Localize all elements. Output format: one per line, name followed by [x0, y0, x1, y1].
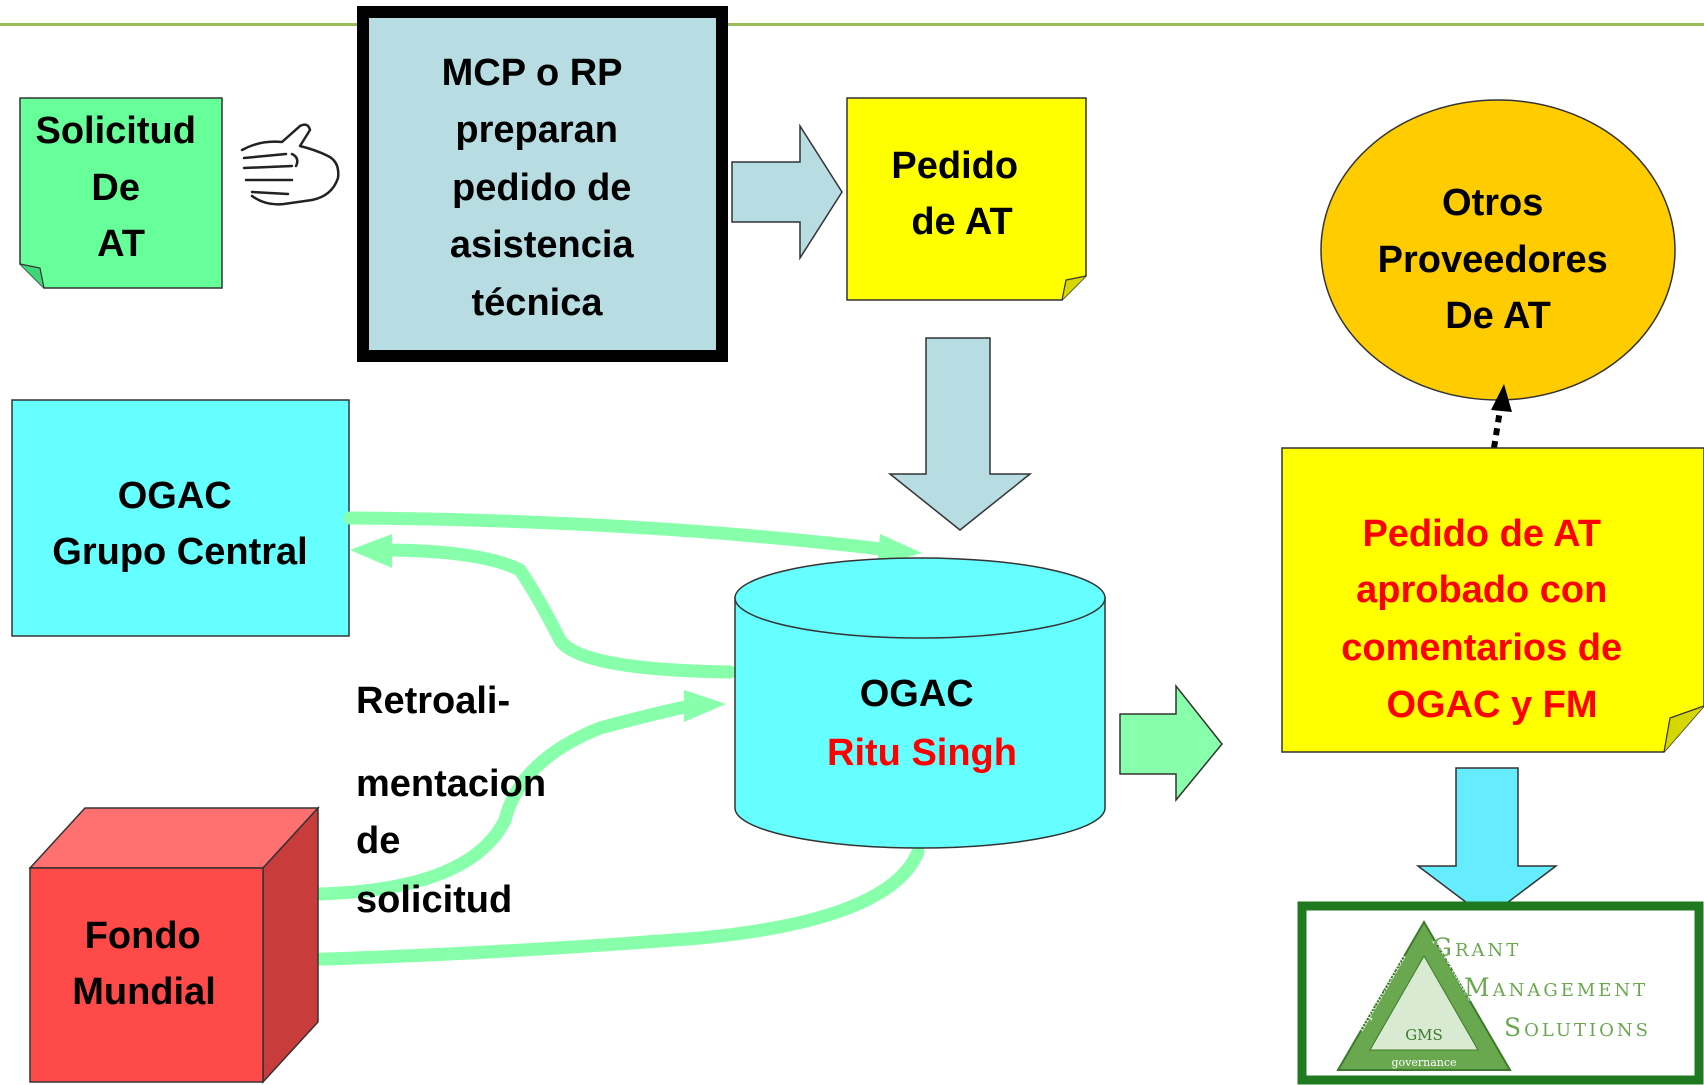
pedido-line-2: de AT: [911, 201, 1012, 243]
arrowhead-to-grupo: [350, 534, 392, 568]
fondo-line-1: Fondo: [85, 915, 201, 957]
fondo-mundial-cube: Fondo Mundial: [28, 806, 320, 1084]
gms-line-3: Solutions: [1504, 1013, 1651, 1042]
arrow-ritu-to-grupo: [373, 543, 737, 679]
svg-text:OGAC Ritu Singh: OGAC Ritu Singh: [827, 673, 1017, 774]
aprobado-line-1: Pedido de AT: [1362, 513, 1601, 555]
gms-center-text: GMS: [1405, 1026, 1443, 1044]
retro-line-2: mentacion: [356, 763, 546, 805]
arrow-mcp-to-pedido: [731, 123, 843, 261]
ogac-ritu-line-2: Ritu Singh: [827, 732, 1017, 774]
ogac-grupo-line-2: Grupo Central: [52, 531, 307, 573]
aprobado-line-2: aprobado con: [1356, 569, 1607, 611]
ogac-ritu-cylinder: OGAC Ritu Singh: [734, 557, 1106, 849]
svg-text:Pedido de AT: Pedido de AT: [891, 145, 1028, 243]
svg-text:Otros Proveedores: Otros Proveedores De AT: [1378, 182, 1619, 337]
feedback-arrows: [283, 511, 925, 967]
gms-governance-text: governance: [1391, 1056, 1456, 1069]
arrow-aprobado-down: [1415, 767, 1559, 919]
gms-line-2: Management: [1464, 973, 1648, 1002]
solicitud-line-1: Solicitud: [35, 110, 195, 152]
mcp-line-4: asistencia: [450, 224, 635, 266]
pedido-note: Pedido de AT: [846, 97, 1087, 301]
aprobado-line-3: comentarios de: [1341, 627, 1622, 669]
arrow-ritu-to-fondo: [283, 845, 925, 967]
pointing-hand-icon: [240, 123, 340, 206]
svg-text:Solicitud De AT: Solicitud De AT: [35, 110, 206, 265]
mcp-box: MCP o RP preparan pedido de asistencia t…: [357, 6, 728, 362]
retro-line-4: solicitud: [356, 879, 512, 921]
svg-text:Grant Management S: Grant Management Solutions: [1432, 933, 1659, 1042]
gms-logo: GMS governance implementation performanc…: [1297, 901, 1704, 1085]
solicitud-line-3: AT: [97, 223, 145, 265]
top-rule: [0, 23, 1704, 26]
mcp-line-5: técnica: [472, 282, 604, 324]
ogac-grupo-central-box: OGAC Grupo Central: [11, 399, 350, 637]
svg-text:Fondo Mundial: Fondo Mundial: [72, 915, 216, 1013]
svg-text:Pedido de AT aprobado c: Pedido de AT aprobado con comentarios de…: [1341, 513, 1632, 726]
mcp-line-1: MCP o RP: [442, 52, 623, 94]
arrow-grupo-to-ritu: [343, 511, 897, 557]
otros-proveedores-ellipse: Otros Proveedores De AT: [1320, 99, 1676, 401]
otros-line-1: Otros: [1442, 182, 1543, 224]
dotted-arrow-to-otros: [1491, 384, 1512, 449]
gms-line-1: Grant: [1432, 933, 1521, 962]
otros-line-3: De AT: [1445, 295, 1551, 337]
retro-line-3: de: [356, 820, 400, 862]
otros-line-2: Proveedores: [1378, 239, 1608, 281]
ogac-grupo-line-1: OGAC: [118, 475, 232, 517]
fondo-line-2: Mundial: [72, 971, 216, 1013]
pedido-line-1: Pedido: [891, 145, 1018, 187]
svg-text:OGAC Grupo Central: OGAC Grupo Central: [52, 475, 307, 573]
retro-line-1: Retroali-: [356, 680, 510, 722]
solicitud-note: Solicitud De AT: [19, 97, 223, 289]
aprobado-note: Pedido de AT aprobado con comentarios de…: [1281, 447, 1704, 753]
arrow-fondo-to-ritu: [311, 699, 697, 901]
aprobado-line-4: OGAC y FM: [1386, 684, 1597, 726]
svg-text:MCP o RP preparan: MCP o RP preparan pedido de asistencia t…: [442, 52, 645, 324]
mcp-line-3: pedido de: [452, 167, 631, 209]
retro-label: Retroali- mentacion de solicitud: [356, 680, 557, 921]
arrow-ritu-to-aprobado: [1119, 683, 1223, 803]
solicitud-line-2: De: [91, 167, 140, 209]
mcp-line-2: preparan: [455, 109, 618, 151]
arrowhead-to-ritu-left: [684, 690, 726, 722]
arrow-pedido-down: [887, 337, 1033, 531]
ogac-ritu-line-1: OGAC: [860, 673, 974, 715]
